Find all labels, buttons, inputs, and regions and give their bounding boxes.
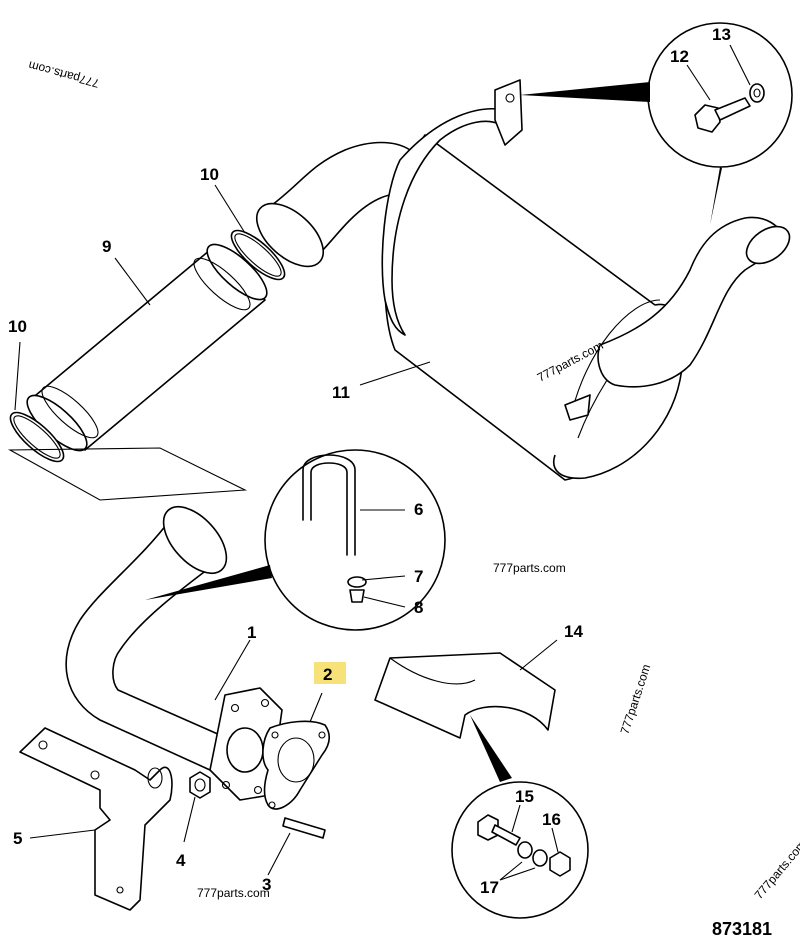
watermark-bottom: 777parts.com <box>197 886 270 900</box>
callout-15: 15 <box>515 787 534 806</box>
detail-circle-bolt-nut <box>451 715 589 919</box>
clamp-ring-part-10 <box>9 229 286 463</box>
detail-circle-u-bolt <box>145 449 446 631</box>
callout-6: 6 <box>414 500 423 519</box>
callout-3: 3 <box>262 875 271 894</box>
stud-part-3 <box>282 817 326 839</box>
callout-12: 12 <box>670 47 689 66</box>
exhaust-pipe-part-9 <box>26 243 268 452</box>
highlight-marker <box>314 662 346 684</box>
leader-lines <box>14 44 751 881</box>
callout-16: 16 <box>542 810 561 829</box>
watermark-bottom-right: 777parts.com <box>752 837 800 902</box>
bracket-part-5 <box>19 727 173 911</box>
drawing-number: 873181 <box>712 919 772 939</box>
callout-9: 9 <box>102 237 111 256</box>
heat-shield-part-14 <box>374 652 556 739</box>
detail-circle-bolt-washer <box>520 22 793 225</box>
nut-part-4 <box>189 771 211 799</box>
callout-8: 8 <box>414 598 423 617</box>
callout-2: 2 <box>323 665 332 684</box>
silencer-part-11 <box>381 79 791 481</box>
callout-5: 5 <box>13 829 22 848</box>
gasket-part-2 <box>262 720 331 810</box>
callout-11: 11 <box>332 383 350 402</box>
callout-17: 17 <box>480 878 499 897</box>
watermark-right: 777parts.com <box>618 662 654 735</box>
callout-7: 7 <box>414 567 423 586</box>
callout-4: 4 <box>176 851 186 870</box>
exhaust-pipe-part-1 <box>65 506 283 801</box>
callout-14: 14 <box>564 622 583 641</box>
callout-1: 1 <box>247 623 256 642</box>
callout-10-upper: 10 <box>200 165 219 184</box>
callout-10-lower: 10 <box>8 317 27 336</box>
watermark-top-left: 777parts.com <box>27 58 101 90</box>
watermark-center: 777parts.com <box>493 561 566 575</box>
callout-13: 13 <box>712 25 731 44</box>
outline-box <box>7 447 248 501</box>
